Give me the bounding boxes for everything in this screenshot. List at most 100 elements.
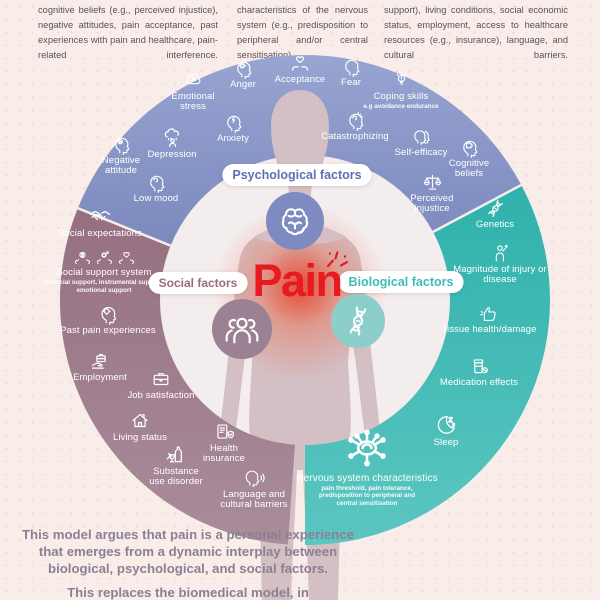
factor-sublabel: pain threshold, pain tolerance, predispo… [318,485,416,507]
pain-center-label: Pain [252,255,343,306]
factor-label: Depression [147,149,197,160]
footer-paragraph-2: This replaces the biomedical model, in [67,585,309,600]
negative-attitude-icon [111,134,132,155]
pain-glow-core [258,243,342,327]
factor-label: Health insurance [202,443,246,465]
instrumental-support-icon [95,248,114,267]
factor-fear: Fear [326,56,376,88]
factor-employment: Employment [55,350,145,383]
factor-cognitive-beliefs: Cognitive beliefs [436,137,502,180]
factor-label: Substance use disorder [149,466,203,488]
factor-substance-use-disorder: Substance use disorder [145,443,207,488]
factor-self-efficacy: Self-efficacy [376,126,466,158]
factor-label: Perceived injustice [410,193,454,215]
medication-effects-icon [468,355,490,377]
acceptance-icon [289,52,311,74]
factor-language-cultural-barriers: Language and cultural barriers [214,467,294,511]
social-hub-circle [212,299,272,359]
footer-paragraph-1: This model argues that pain is a persona… [22,527,354,576]
header-column-biological: characteristics of the nervous system (e… [237,5,368,60]
emotional-stress-icon [183,70,204,91]
factor-emotional-stress: Emotional stress [161,70,225,113]
factor-low-mood: Low mood [121,172,191,204]
factor-label: Negative attitude [101,155,141,177]
factor-nervous-system-characteristics: Nervous system characteristics pain thre… [287,424,447,507]
factor-label: Past pain experiences [60,325,156,336]
living-status-icon [129,410,151,432]
self-efficacy-icon [411,126,432,147]
pain-spark [326,251,349,268]
header-column-psychological: cognitive beliefs (e.g., perceived injus… [38,5,218,60]
factor-anxiety: Anxiety [203,112,263,144]
low-mood-icon [146,172,167,193]
factor-label: Magnitude of injury or disease [453,264,547,286]
divider-psych-social [77,207,172,247]
factor-label: Self-efficacy [394,147,448,158]
financial-support-icon [73,248,92,267]
factor-label: Catastrophizing [321,131,389,142]
factor-medication-effects: Medication effects [424,355,534,388]
factor-label: Emotional stress [171,91,215,113]
factor-tissue-health: Tissue health/damage [429,303,549,335]
anger-icon [233,58,254,79]
segment-social [59,208,295,545]
biological-factors-pill: Biological factors [338,271,464,293]
job-satisfaction-icon [150,368,172,390]
header-column-social: support), living conditions, social econ… [384,5,568,60]
brain-icon [276,202,314,240]
factor-label: Coping skills [373,91,429,102]
factor-job-satisfaction: Job satisfaction [106,368,216,401]
factor-label: Language and cultural barriers [220,489,288,511]
factor-label: Social support system [56,267,152,278]
past-pain-experiences-icon [97,303,119,325]
factor-negative-attitude: Negative attitude [90,134,152,177]
divider-psych-bio [432,183,522,234]
factor-label: Medication effects [439,377,519,388]
factor-anger: Anger [213,58,273,90]
genetics-icon [485,198,506,219]
factor-catastrophizing: Catastrophizing [305,110,405,142]
factor-sublabel: financial support, instrumental support,… [44,279,164,294]
cognitive-beliefs-icon [459,137,480,158]
coping-skills-icon [391,70,412,91]
factor-living-status: Living status [95,410,185,443]
factor-acceptance: Acceptance [260,52,340,85]
emotional-support-icon [117,248,136,267]
factor-coping-skills: Coping skills e.g avoidance endurance [361,70,441,111]
social-factors-pill: Social factors [148,272,248,294]
factor-depression: Depression [132,126,212,160]
catastrophizing-icon [345,110,366,131]
tissue-health-icon [479,303,500,324]
factor-label: Nervous system characteristics [296,473,438,484]
factor-past-pain-experiences: Past pain experiences [38,303,178,336]
nervous-system-icon [343,424,391,472]
people-icon [222,309,262,349]
factor-label: Anger [230,79,256,90]
factor-perceived-injustice: Perceived injustice [397,172,467,215]
factor-genetics: Genetics [460,198,530,230]
biological-hub-circle [331,294,385,348]
factor-health-insurance: Health insurance [189,421,259,465]
magnitude-injury-icon [490,243,511,264]
substance-use-disorder-icon [165,443,188,466]
factor-label: Sleep [433,437,459,448]
factor-label: Employment [73,372,127,383]
depression-icon [161,126,184,149]
factor-sublabel: e.g avoidance endurance [363,103,439,111]
factor-label: Genetics [475,219,515,230]
factor-label: Social expectations [58,228,142,239]
factor-label: Job satisfaction [127,390,195,401]
factor-label: Fear [341,77,361,88]
factor-label: Cognitive beliefs [448,158,490,180]
factor-label: Low mood [133,193,179,204]
factor-label: Anxiety [217,133,249,144]
factor-label: Acceptance [274,74,326,85]
factor-magnitude-of-injury: Magnitude of injury or disease [452,243,548,286]
psychological-factors-pill: Psychological factors [222,164,372,186]
factor-label: Tissue health/damage [441,324,537,335]
anxiety-icon [223,112,244,133]
dna-icon [341,304,375,338]
psychological-hub-circle [266,192,324,250]
factor-social-support-system: Social support system financial support,… [34,248,174,294]
